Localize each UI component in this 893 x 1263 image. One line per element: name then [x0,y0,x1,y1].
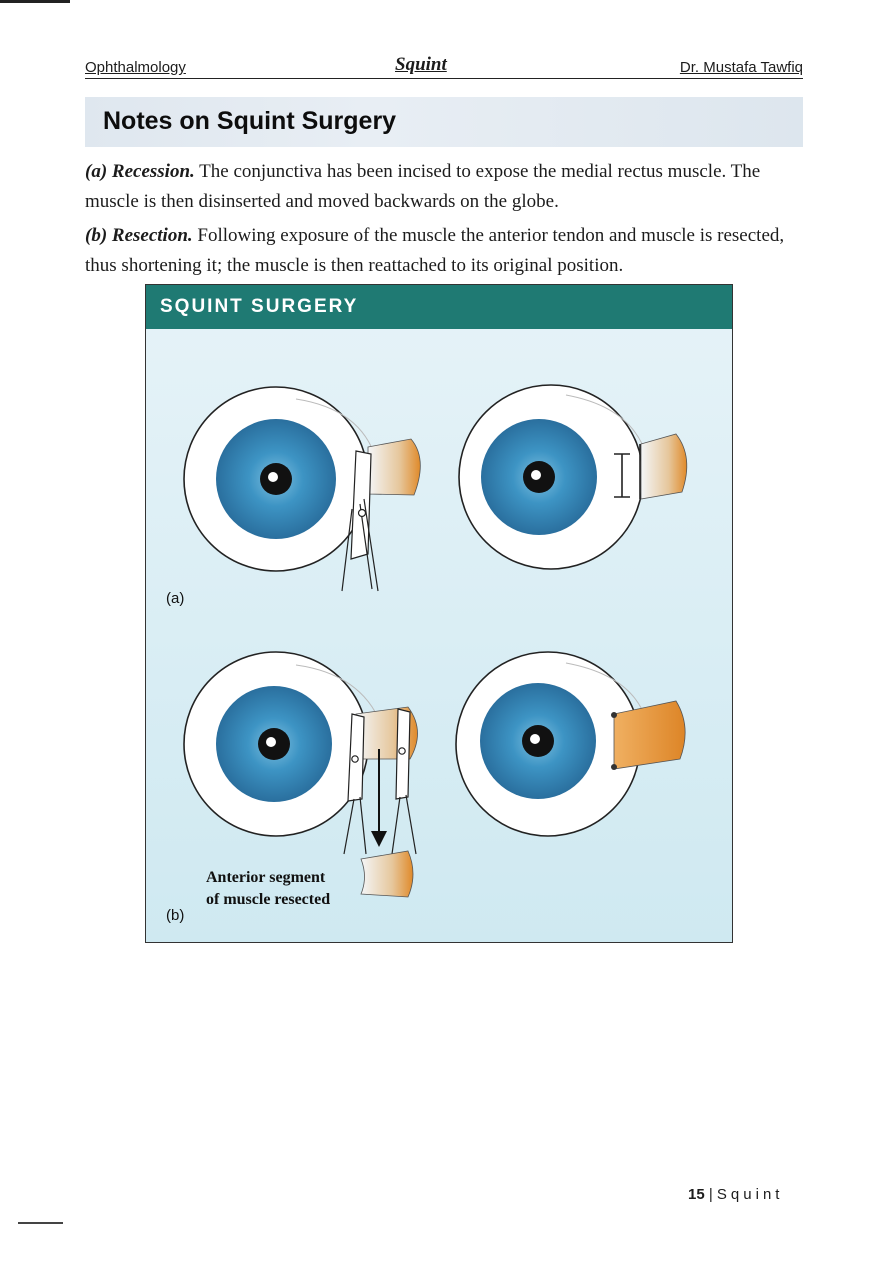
paragraph-label: (a) Recession. [85,161,195,182]
scissors-icon [341,450,379,592]
figure-header: SQUINT SURGERY [146,285,732,329]
clamp-icon [343,708,417,855]
paragraph-text: Following exposure of the muscle the ant… [85,225,785,276]
eye-resection-step1 [183,651,418,855]
section-title-band: Notes on Squint Surgery [85,97,803,147]
suture-icon [614,444,641,499]
eye-resection-step2 [455,651,686,837]
medial-rectus-muscle [640,433,688,500]
resected-segment [360,850,414,898]
suture-knot-icon [611,712,617,770]
figure-illustration [183,384,688,898]
header-chapter: Squint [395,54,447,75]
figure-title: SQUINT SURGERY [160,296,359,317]
scan-edge-mark [0,0,70,3]
footer-section: Squint [716,1186,784,1203]
eye-recession-step1 [183,386,421,592]
medial-rectus-muscle [367,438,421,496]
squint-surgery-figure: SQUINT SURGERY [145,284,733,943]
paragraph-label: (b) Resection. [85,225,193,246]
annotation-line-2: of muscle resected [206,891,331,908]
section-title: Notes on Squint Surgery [103,107,397,135]
paragraph-text: The conjunctiva has been incised to expo… [85,161,761,212]
page-footer: 15 | Squint [688,1186,783,1203]
annotation-line-1: Anterior segment [206,869,326,886]
eye-recession-step2 [458,384,688,570]
scan-edge-mark [18,1222,63,1224]
panel-label-a: (a) [166,590,185,607]
medial-rectus-muscle [613,700,686,770]
paragraph-recession: (a) Recession. The conjunctiva has been … [85,157,803,217]
header-author: Dr. Mustafa Tawfiq [679,59,803,76]
paragraph-resection: (b) Resection. Following exposure of the… [85,221,803,281]
header-subject: Ophthalmology [85,59,186,76]
panel-label-b: (b) [166,907,185,924]
running-header: Ophthalmology Squint Dr. Mustafa Tawfiq [85,52,803,79]
page-number: 15 [688,1186,705,1203]
footer-separator: | [704,1186,717,1203]
